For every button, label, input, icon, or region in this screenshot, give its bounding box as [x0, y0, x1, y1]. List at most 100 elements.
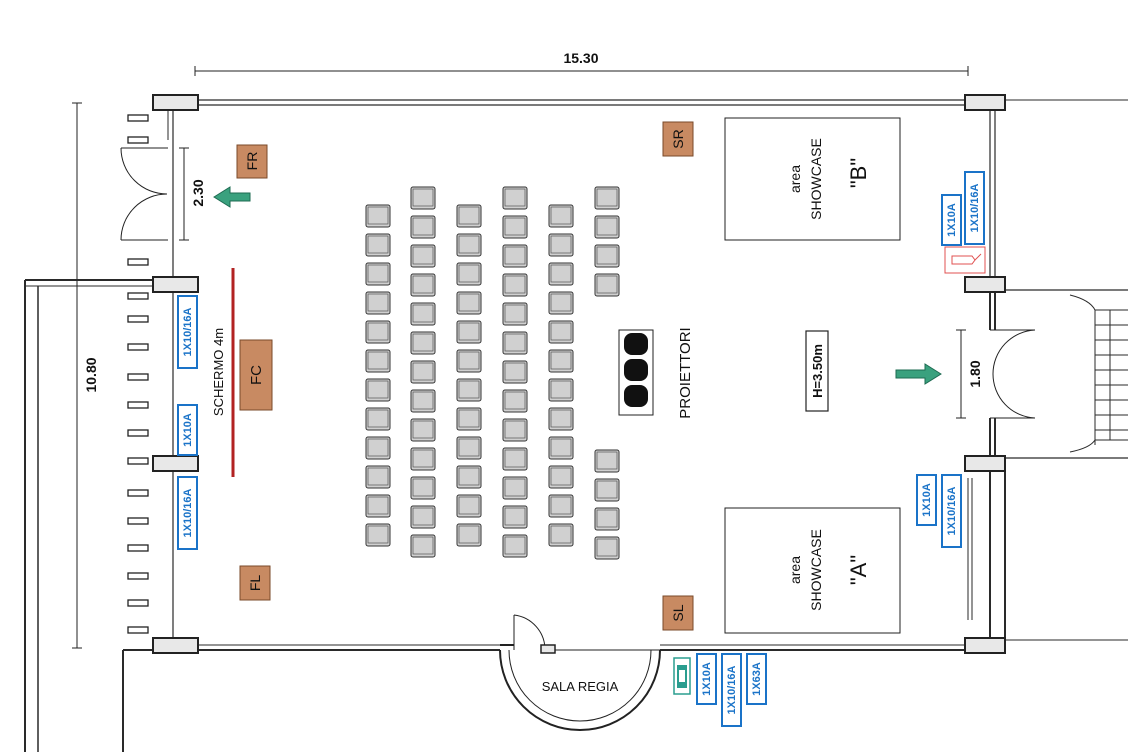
outlet-label: 1X10/16A [726, 665, 738, 714]
speaker-fl: FL [239, 565, 271, 601]
speaker-sr-label: SR [670, 129, 686, 148]
door-left-dimension: 2.30 [190, 179, 206, 206]
showcase-b-word1: area [787, 165, 803, 193]
projectors: PROIETTORI [618, 327, 694, 419]
seat [365, 320, 391, 344]
seat [594, 244, 620, 268]
speaker-fr: FR [236, 144, 268, 179]
outlet: 1X10A [916, 474, 937, 526]
outlet-label: 1X10/16A [946, 486, 958, 535]
seat [365, 465, 391, 489]
door-right [956, 329, 1036, 419]
seat [410, 476, 436, 500]
seat [594, 186, 620, 210]
outlet: 1X10/16A [964, 171, 985, 245]
seat [502, 215, 528, 239]
seat [410, 505, 436, 529]
seat [365, 523, 391, 547]
window-mark [127, 517, 149, 525]
phone-icon [673, 657, 691, 695]
outlet-label: 1X10A [701, 662, 713, 696]
seat [365, 291, 391, 315]
window-mark [127, 626, 149, 634]
seat [410, 302, 436, 326]
seat [548, 494, 574, 518]
control-room [499, 614, 661, 731]
speaker-fr-label: FR [244, 152, 260, 171]
seat [594, 273, 620, 297]
outlet: 1X10A [941, 194, 962, 246]
arrow-icon [895, 363, 942, 385]
seat [456, 233, 482, 257]
projector-icon [624, 333, 648, 407]
seat [502, 389, 528, 413]
seat [548, 407, 574, 431]
seat [594, 215, 620, 239]
window-mark [127, 572, 149, 580]
window-mark [127, 136, 149, 144]
outlet: 1X10A [696, 653, 717, 705]
outlet: 1X10/16A [177, 476, 198, 550]
seat [594, 449, 620, 473]
showcase-a-word1: area [787, 556, 803, 584]
dimension-width-label: 15.30 [563, 50, 598, 66]
seat [456, 523, 482, 547]
seat [456, 378, 482, 402]
pillars [152, 94, 1006, 654]
speaker-fl-label: FL [247, 575, 263, 592]
seat [456, 320, 482, 344]
outlet: 1X10A [177, 404, 198, 456]
seat [456, 494, 482, 518]
outlet: 1X63A [746, 653, 767, 705]
seat [502, 476, 528, 500]
seat [548, 436, 574, 460]
seat [502, 360, 528, 384]
window-mark [127, 429, 149, 437]
seat [548, 262, 574, 286]
seat [594, 478, 620, 502]
seat [502, 244, 528, 268]
outlet-label: 1X10A [946, 203, 958, 237]
window-mark [127, 489, 149, 497]
dimension-height-label: 10.80 [83, 357, 99, 392]
seat [502, 331, 528, 355]
seat [365, 204, 391, 228]
window-mark [127, 258, 149, 266]
seat [456, 349, 482, 373]
walls [24, 99, 1128, 752]
seat [365, 407, 391, 431]
window-mark [127, 457, 149, 465]
outlet-label: 1X10/16A [969, 183, 981, 232]
outlet-label: 1X63A [751, 662, 763, 696]
speaker-sl-label: SL [670, 604, 686, 621]
seat [456, 204, 482, 228]
window-mark [127, 315, 149, 323]
seat [548, 523, 574, 547]
seat [410, 534, 436, 558]
seat [456, 407, 482, 431]
seat [410, 418, 436, 442]
seat [502, 418, 528, 442]
ceiling-height-label: H=3.50m [810, 344, 825, 398]
outlets: 1X10/16A 1X10A 1X10/16A 1X10A 1X10/16A 1… [177, 171, 985, 727]
window-mark [127, 373, 149, 381]
showcase-a-letter: "A" [846, 555, 871, 585]
seat [548, 349, 574, 373]
seating-area [365, 186, 620, 560]
seat [365, 233, 391, 257]
outlet-label: 1X10/16A [182, 307, 194, 356]
seat [594, 507, 620, 531]
fire-extinguisher-icon [944, 246, 986, 274]
seat [502, 186, 528, 210]
seat [410, 360, 436, 384]
seat [548, 291, 574, 315]
speaker-sl: SL [662, 595, 694, 631]
seat [365, 494, 391, 518]
outlet-label: 1X10/16A [182, 488, 194, 537]
speaker-fc: FC [239, 339, 273, 411]
seat [410, 389, 436, 413]
showcase-b-word2: SHOWCASE [808, 138, 824, 220]
showcase-a-word2: SHOWCASE [808, 529, 824, 611]
seat [548, 465, 574, 489]
